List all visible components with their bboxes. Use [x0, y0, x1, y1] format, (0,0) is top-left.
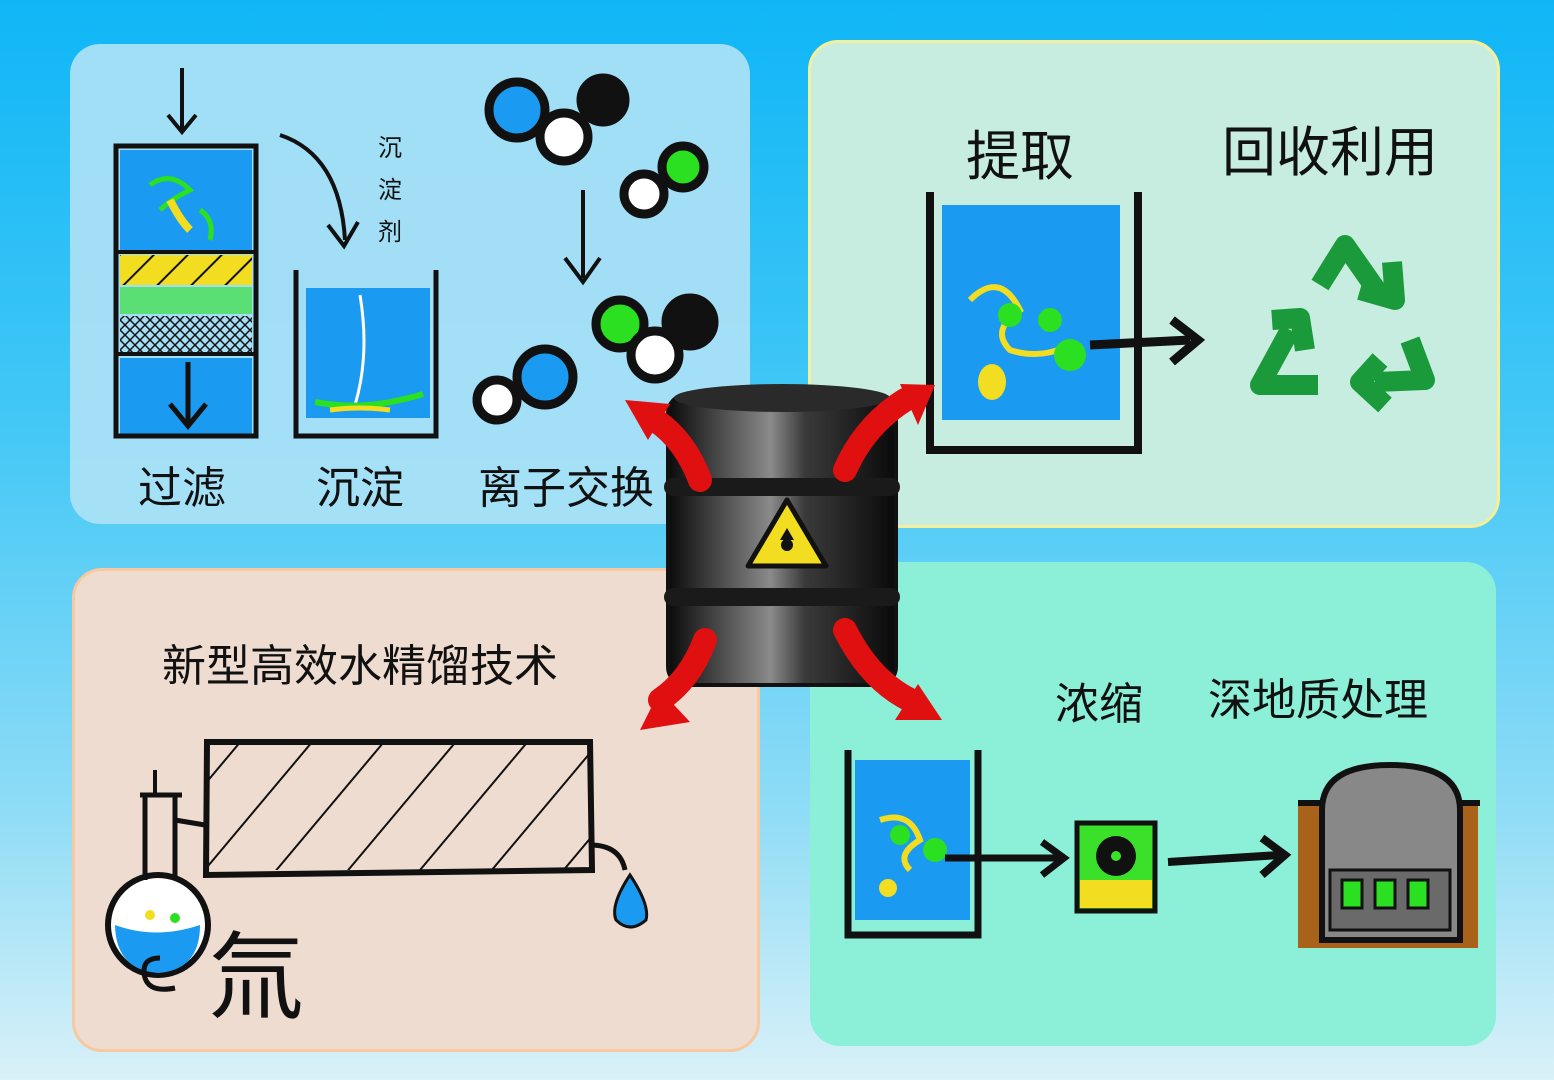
label-ion-exchange: 离子交换: [478, 463, 654, 514]
ion-exchange-molecules: [472, 73, 719, 425]
label-precipitant-2: 淀: [378, 176, 402, 204]
water-drop-icon: [613, 872, 649, 929]
label-recycling: 回收利用: [1222, 121, 1438, 184]
label-precipitant-3: 剂: [378, 218, 402, 246]
radiation-container-icon: [1074, 820, 1158, 914]
concentration-beaker: [844, 750, 1070, 939]
red-arrowheads: [625, 384, 942, 730]
label-sedimentation: 沉淀: [316, 463, 404, 514]
distillation-apparatus: [105, 739, 649, 992]
underground-repository-icon: [1298, 761, 1480, 948]
label-geological: 深地质处理: [1208, 675, 1428, 726]
label-gas: 氚: [208, 922, 304, 1034]
label-extraction: 提取: [966, 125, 1074, 188]
label-precipitant-1: 沉: [378, 134, 402, 162]
extraction-beaker: [926, 192, 1206, 454]
label-filtration: 过滤: [138, 463, 226, 514]
filtration-column: [113, 68, 259, 439]
red-arrows: [643, 388, 922, 712]
label-distillation-title: 新型高效水精馏技术: [162, 641, 558, 692]
sedimentation-beaker: [279, 133, 439, 439]
label-concentrate: 浓缩: [1055, 679, 1143, 730]
recycle-icon: [1250, 235, 1435, 413]
